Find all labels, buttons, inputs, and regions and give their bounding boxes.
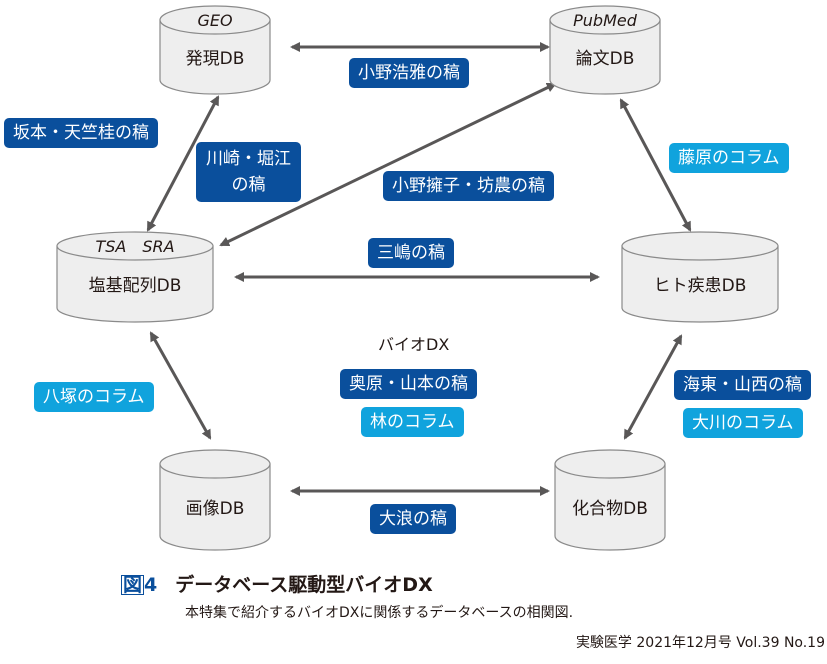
arrow-ronbun-hito xyxy=(619,98,692,232)
cylinder-body xyxy=(621,245,779,323)
arrow-ronbun-enki xyxy=(219,82,557,247)
database-hito: ヒト疾患DB xyxy=(621,231,779,323)
database-relationship-diagram: GEO 発現DB PubMed 論文DB TSA SRA 塩基配列DB ヒト疾患DB 画像DB… xyxy=(56,5,779,551)
arrow-enki-gazo xyxy=(149,331,212,440)
figure-prefix: 図 xyxy=(121,574,145,596)
arrow-hito-kagobutsu xyxy=(623,334,683,440)
center-label-bio-dx: バイオDX xyxy=(378,335,450,354)
cylinder-body xyxy=(554,463,666,551)
database-name-label: 論文DB xyxy=(576,49,635,69)
cylinder-top xyxy=(159,449,271,479)
figure-title: データベース駆動型バイオDX xyxy=(175,574,433,596)
database-name-label: 塩基配列DB xyxy=(89,276,182,296)
arrow-hatsugen-enki xyxy=(146,95,220,232)
cylinder-top xyxy=(621,231,779,261)
badge-onami: 大浪の稿 xyxy=(370,504,456,534)
database-enki: TSA SRA 塩基配列DB xyxy=(56,231,214,323)
badge-yatsuka: 八塚のコラム xyxy=(34,382,154,412)
database-name-label: 化合物DB xyxy=(572,499,648,519)
cylinder-body xyxy=(159,19,271,95)
badge-okuhara-yamamoto: 奥原・山本の稿 xyxy=(340,369,477,399)
badge-ono-yoko-bono: 小野擁子・坊農の稿 xyxy=(383,171,554,201)
badge-kawasaki-horie: 川崎・堀江 の稿 xyxy=(196,142,301,202)
badge-fujiwara: 藤原のコラム xyxy=(669,143,789,173)
cylinder-body xyxy=(549,19,661,95)
cylinder-top xyxy=(56,231,214,261)
cylinder-body xyxy=(159,463,271,551)
badge-hayashi: 林のコラム xyxy=(361,407,464,437)
database-source-label: TSA SRA xyxy=(95,237,174,256)
figure-number-value: 4 xyxy=(144,574,158,596)
publication-credit: 実験医学 2021年12月号 Vol.39 No.19 xyxy=(575,635,825,651)
badge-mishima: 三嶋の稿 xyxy=(368,238,454,268)
database-source-label: GEO xyxy=(197,11,232,30)
cylinder-top xyxy=(554,449,666,479)
database-gazo: 画像DB xyxy=(159,449,271,551)
badge-sakamoto-tenjiku: 坂本・天竺桂の稿 xyxy=(4,118,158,148)
database-source-label: PubMed xyxy=(573,11,638,30)
database-name-label: 発現DB xyxy=(186,49,245,69)
badge-okawa: 大川のコラム xyxy=(683,408,803,438)
cylinder-body xyxy=(56,245,214,323)
figure-description: 本特集で紹介するバイオDXに関係するデータベースの相関図. xyxy=(185,605,574,621)
badge-ono-hiromasa: 小野浩雅の稿 xyxy=(349,58,469,88)
database-name-label: ヒト疾患DB xyxy=(654,276,747,296)
database-name-label: 画像DB xyxy=(186,499,245,519)
badge-kaito-yamanishi: 海東・山西の稿 xyxy=(674,370,811,400)
database-hatsugen: GEO 発現DB xyxy=(159,5,271,95)
database-kagobutsu: 化合物DB xyxy=(554,449,666,551)
cylinder-top xyxy=(549,5,661,35)
database-ronbun: PubMed 論文DB xyxy=(549,5,661,95)
cylinder-top xyxy=(159,5,271,35)
